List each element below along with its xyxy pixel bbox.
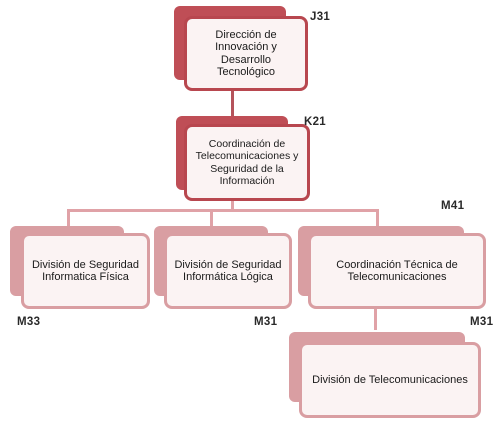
code-m31-logica: M31 xyxy=(254,316,278,328)
code-m41: M41 xyxy=(441,200,465,212)
connector-coord-tecnica-to-div-telecom xyxy=(374,308,377,330)
code-m31-telecom: M31 xyxy=(470,316,494,328)
node-label: División de Seguridad Informatica Física xyxy=(31,258,139,284)
connector-to-div-seg-logica xyxy=(210,209,213,226)
node-label: Dirección de Innovación y Desarrollo Tec… xyxy=(215,28,277,79)
node-label: División de Telecomunicaciones xyxy=(312,373,468,386)
connector-direccion-to-k21 xyxy=(231,90,234,116)
node-label: Coordinación Técnica de Telecomunicacion… xyxy=(336,258,458,284)
node-box: Coordinación Técnica de Telecomunicacion… xyxy=(308,233,486,309)
connector-k21-down xyxy=(231,199,234,211)
node-label: Coordinación de Telecomunicaciones y Seg… xyxy=(195,137,299,188)
code-m33: M33 xyxy=(17,316,41,328)
node-box: División de Seguridad Informática Lógica xyxy=(164,233,292,309)
code-k21: K21 xyxy=(304,116,326,128)
node-box: División de Seguridad Informatica Física xyxy=(21,233,150,309)
connector-horizontal-bar xyxy=(67,209,379,212)
code-j31: J31 xyxy=(310,11,331,23)
node-box: División de Telecomunicaciones xyxy=(299,342,481,418)
node-box: Dirección de Innovación y Desarrollo Tec… xyxy=(184,16,308,91)
connector-to-coord-tecnica xyxy=(376,209,379,226)
node-label: División de Seguridad Informática Lógica xyxy=(174,258,282,284)
connector-to-div-seg-fisica xyxy=(67,209,70,226)
node-box: Coordinación de Telecomunicaciones y Seg… xyxy=(184,124,310,201)
